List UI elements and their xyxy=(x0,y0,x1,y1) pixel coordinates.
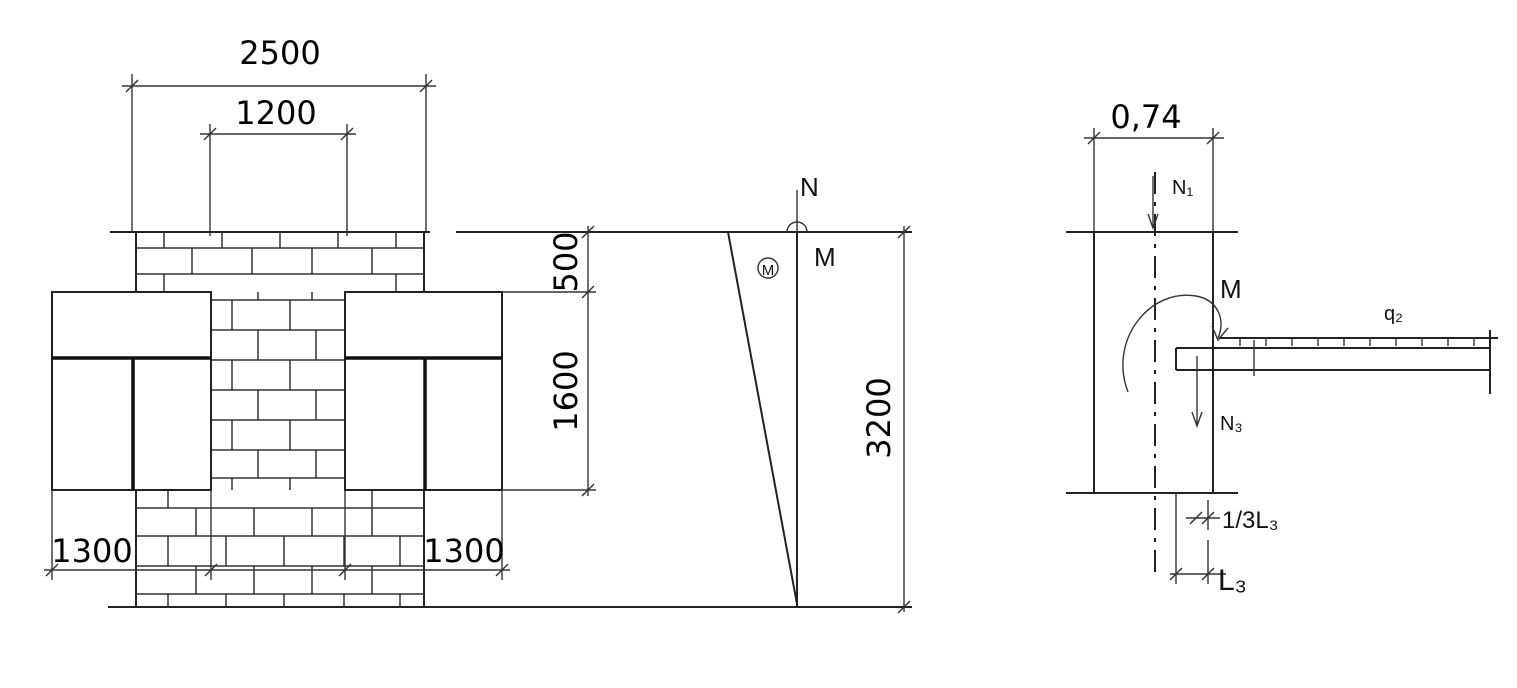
bearing-third-label: 1/3L₃ xyxy=(1222,507,1278,534)
moment-label: M xyxy=(814,242,836,272)
wall-elevation: 2500 1200 xyxy=(44,34,912,608)
moment-sign-label: M xyxy=(762,262,775,279)
dim-total-width-label: 2500 xyxy=(239,34,320,72)
moment-sign-symbol xyxy=(757,257,779,279)
distributed-load xyxy=(1239,338,1475,346)
load-label: q₂ xyxy=(1384,303,1403,325)
dimension-vertical-chain: 500 1600 xyxy=(502,225,596,497)
dimension-pier-width: 1200 xyxy=(200,94,356,236)
dim-wall-thickness-label: 0,74 xyxy=(1110,98,1181,136)
dim-window-left-label: 1300 xyxy=(51,532,132,570)
floor-slab xyxy=(1175,330,1498,394)
axial-top-label: N₁ xyxy=(1172,177,1193,199)
section-moment-label: M xyxy=(1220,274,1242,304)
brickwork xyxy=(136,232,424,607)
bearing-length-label: L₃ xyxy=(1218,564,1247,597)
axial-slab-label: N₃ xyxy=(1220,413,1243,435)
dim-top-segment-label: 500 xyxy=(547,231,585,292)
moment-diagram: N M M 3200 xyxy=(727,172,911,614)
window-right xyxy=(344,291,503,491)
moment-arc xyxy=(1122,294,1222,393)
dim-window-height-label: 1600 xyxy=(547,350,585,431)
axial-force-label: N xyxy=(800,172,819,202)
dim-window-right-label: 1300 xyxy=(423,532,504,570)
wall-section: 0,74 N₁ M q₂ N₃ xyxy=(1066,98,1498,597)
window-left xyxy=(51,291,212,491)
dim-pier-width-label: 1200 xyxy=(235,94,316,132)
dimension-window-widths: 1300 1300 xyxy=(44,490,510,580)
dim-floor-height-label: 3200 xyxy=(860,377,898,458)
dimension-total-width: 2500 xyxy=(122,34,436,232)
